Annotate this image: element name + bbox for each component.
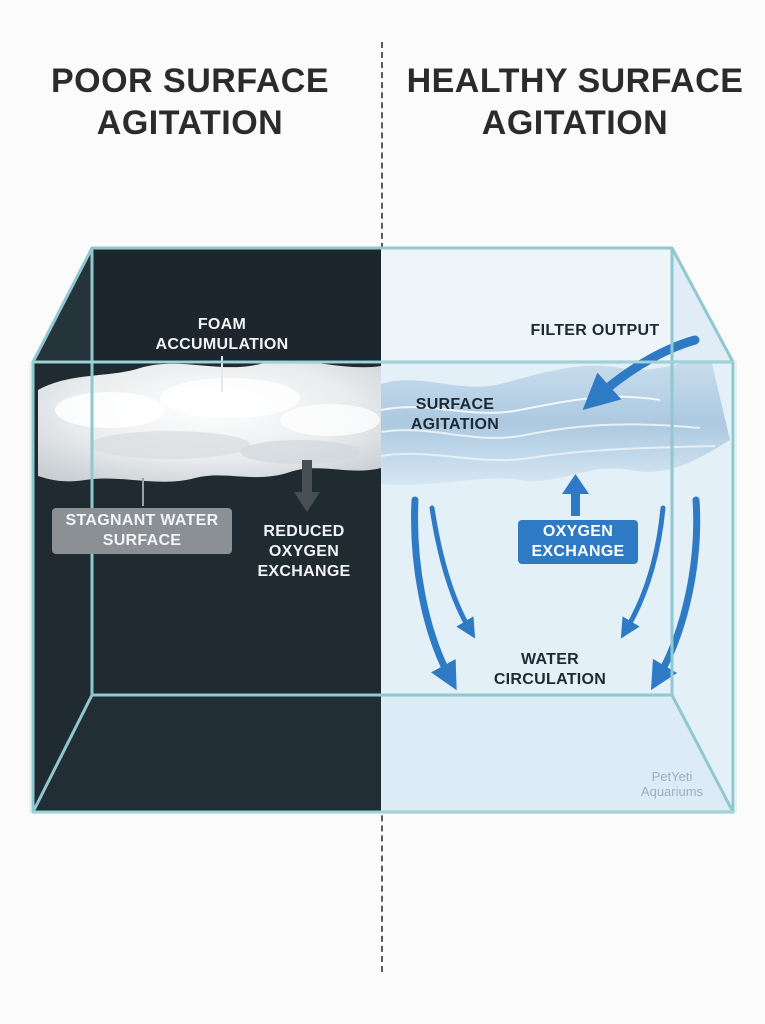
foam-layer bbox=[38, 360, 381, 482]
heading-healthy-agitation: HEALTHY SURFACE AGITATION bbox=[406, 62, 744, 142]
glass-edge-highlight bbox=[29, 361, 737, 813]
oxygen-exchange-label: OXYGEN EXCHANGE bbox=[518, 520, 638, 564]
watermark: PetYeti Aquariums bbox=[640, 769, 704, 799]
surface-agitation-label: SURFACE AGITATION bbox=[410, 396, 500, 433]
stagnant-water-surface-label: STAGNANT WATER SURFACE bbox=[52, 508, 232, 554]
circulation-arrow-outer-right bbox=[650, 496, 701, 691]
circulation-arrow-inner-right bbox=[620, 505, 666, 639]
foam-accumulation-label: FOAM ACCUMULATION bbox=[155, 316, 289, 353]
filter-output-label: FILTER OUTPUT bbox=[530, 322, 660, 339]
heading-poor-agitation: POOR SURFACE AGITATION bbox=[50, 62, 330, 142]
oxygen-exchange-arrow bbox=[562, 474, 589, 516]
water-circulation-label: WATER CIRCULATION bbox=[493, 651, 607, 688]
reduced-oxygen-exchange-label: REDUCED OXYGEN EXCHANGE bbox=[257, 523, 351, 580]
circulation-arrow-outer-left bbox=[411, 496, 457, 691]
reduced-oxygen-arrow bbox=[294, 460, 320, 512]
circulation-arrow-inner-left bbox=[429, 505, 476, 639]
